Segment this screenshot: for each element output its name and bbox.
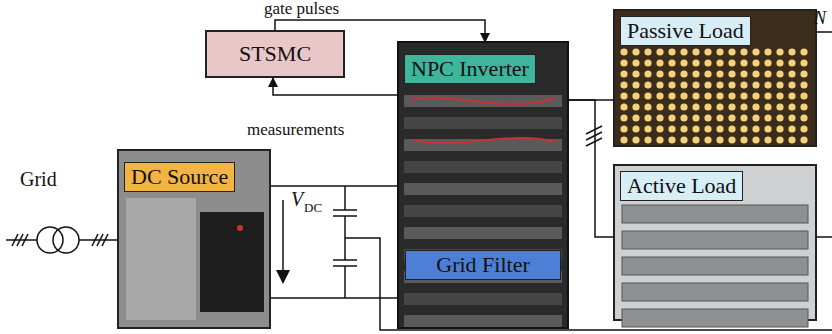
dc-source-cabinet: DC Source [118,150,270,328]
load-photo [614,165,816,320]
inverter-cabinet: NPC InverterGrid Filter [398,42,568,328]
load-photo [614,10,816,146]
dc-link [270,186,832,330]
wire [273,78,398,95]
wire [270,185,398,187]
neutral-label: N [814,8,826,29]
arrow-head [276,270,290,284]
node-label: Passive Load [620,16,751,46]
controller-box: STSMC [205,30,345,78]
signal-label: gate pulses [262,0,341,19]
voltage-symbol: V [291,188,303,211]
node-label: NPC Inverter [404,54,536,84]
lamp-grid [620,48,807,143]
wire [568,100,614,237]
cabinet-device [200,212,264,312]
filter-box: Grid Filter [405,250,561,280]
signal-label: measurements [245,120,346,140]
node-label: STSMC [239,41,311,67]
cabinet-panel [126,198,196,320]
active-load-photo: Active Load [614,165,816,320]
node-label: DC Source [124,162,235,192]
passive-load-photo: Passive Load [614,10,816,146]
rack-shelves [404,95,562,327]
grid-label: Grid [20,168,57,191]
indicator [237,225,243,231]
wires [410,98,556,143]
voltage-subscript: DC [304,200,322,216]
rack-panels [622,205,808,327]
node-label: Grid Filter [436,252,530,278]
cabinet-photo [398,42,568,328]
node-label: Active Load [620,171,743,201]
transformer-symbol [6,227,118,253]
cabinet-photo [118,150,270,328]
load-wires [586,32,832,237]
